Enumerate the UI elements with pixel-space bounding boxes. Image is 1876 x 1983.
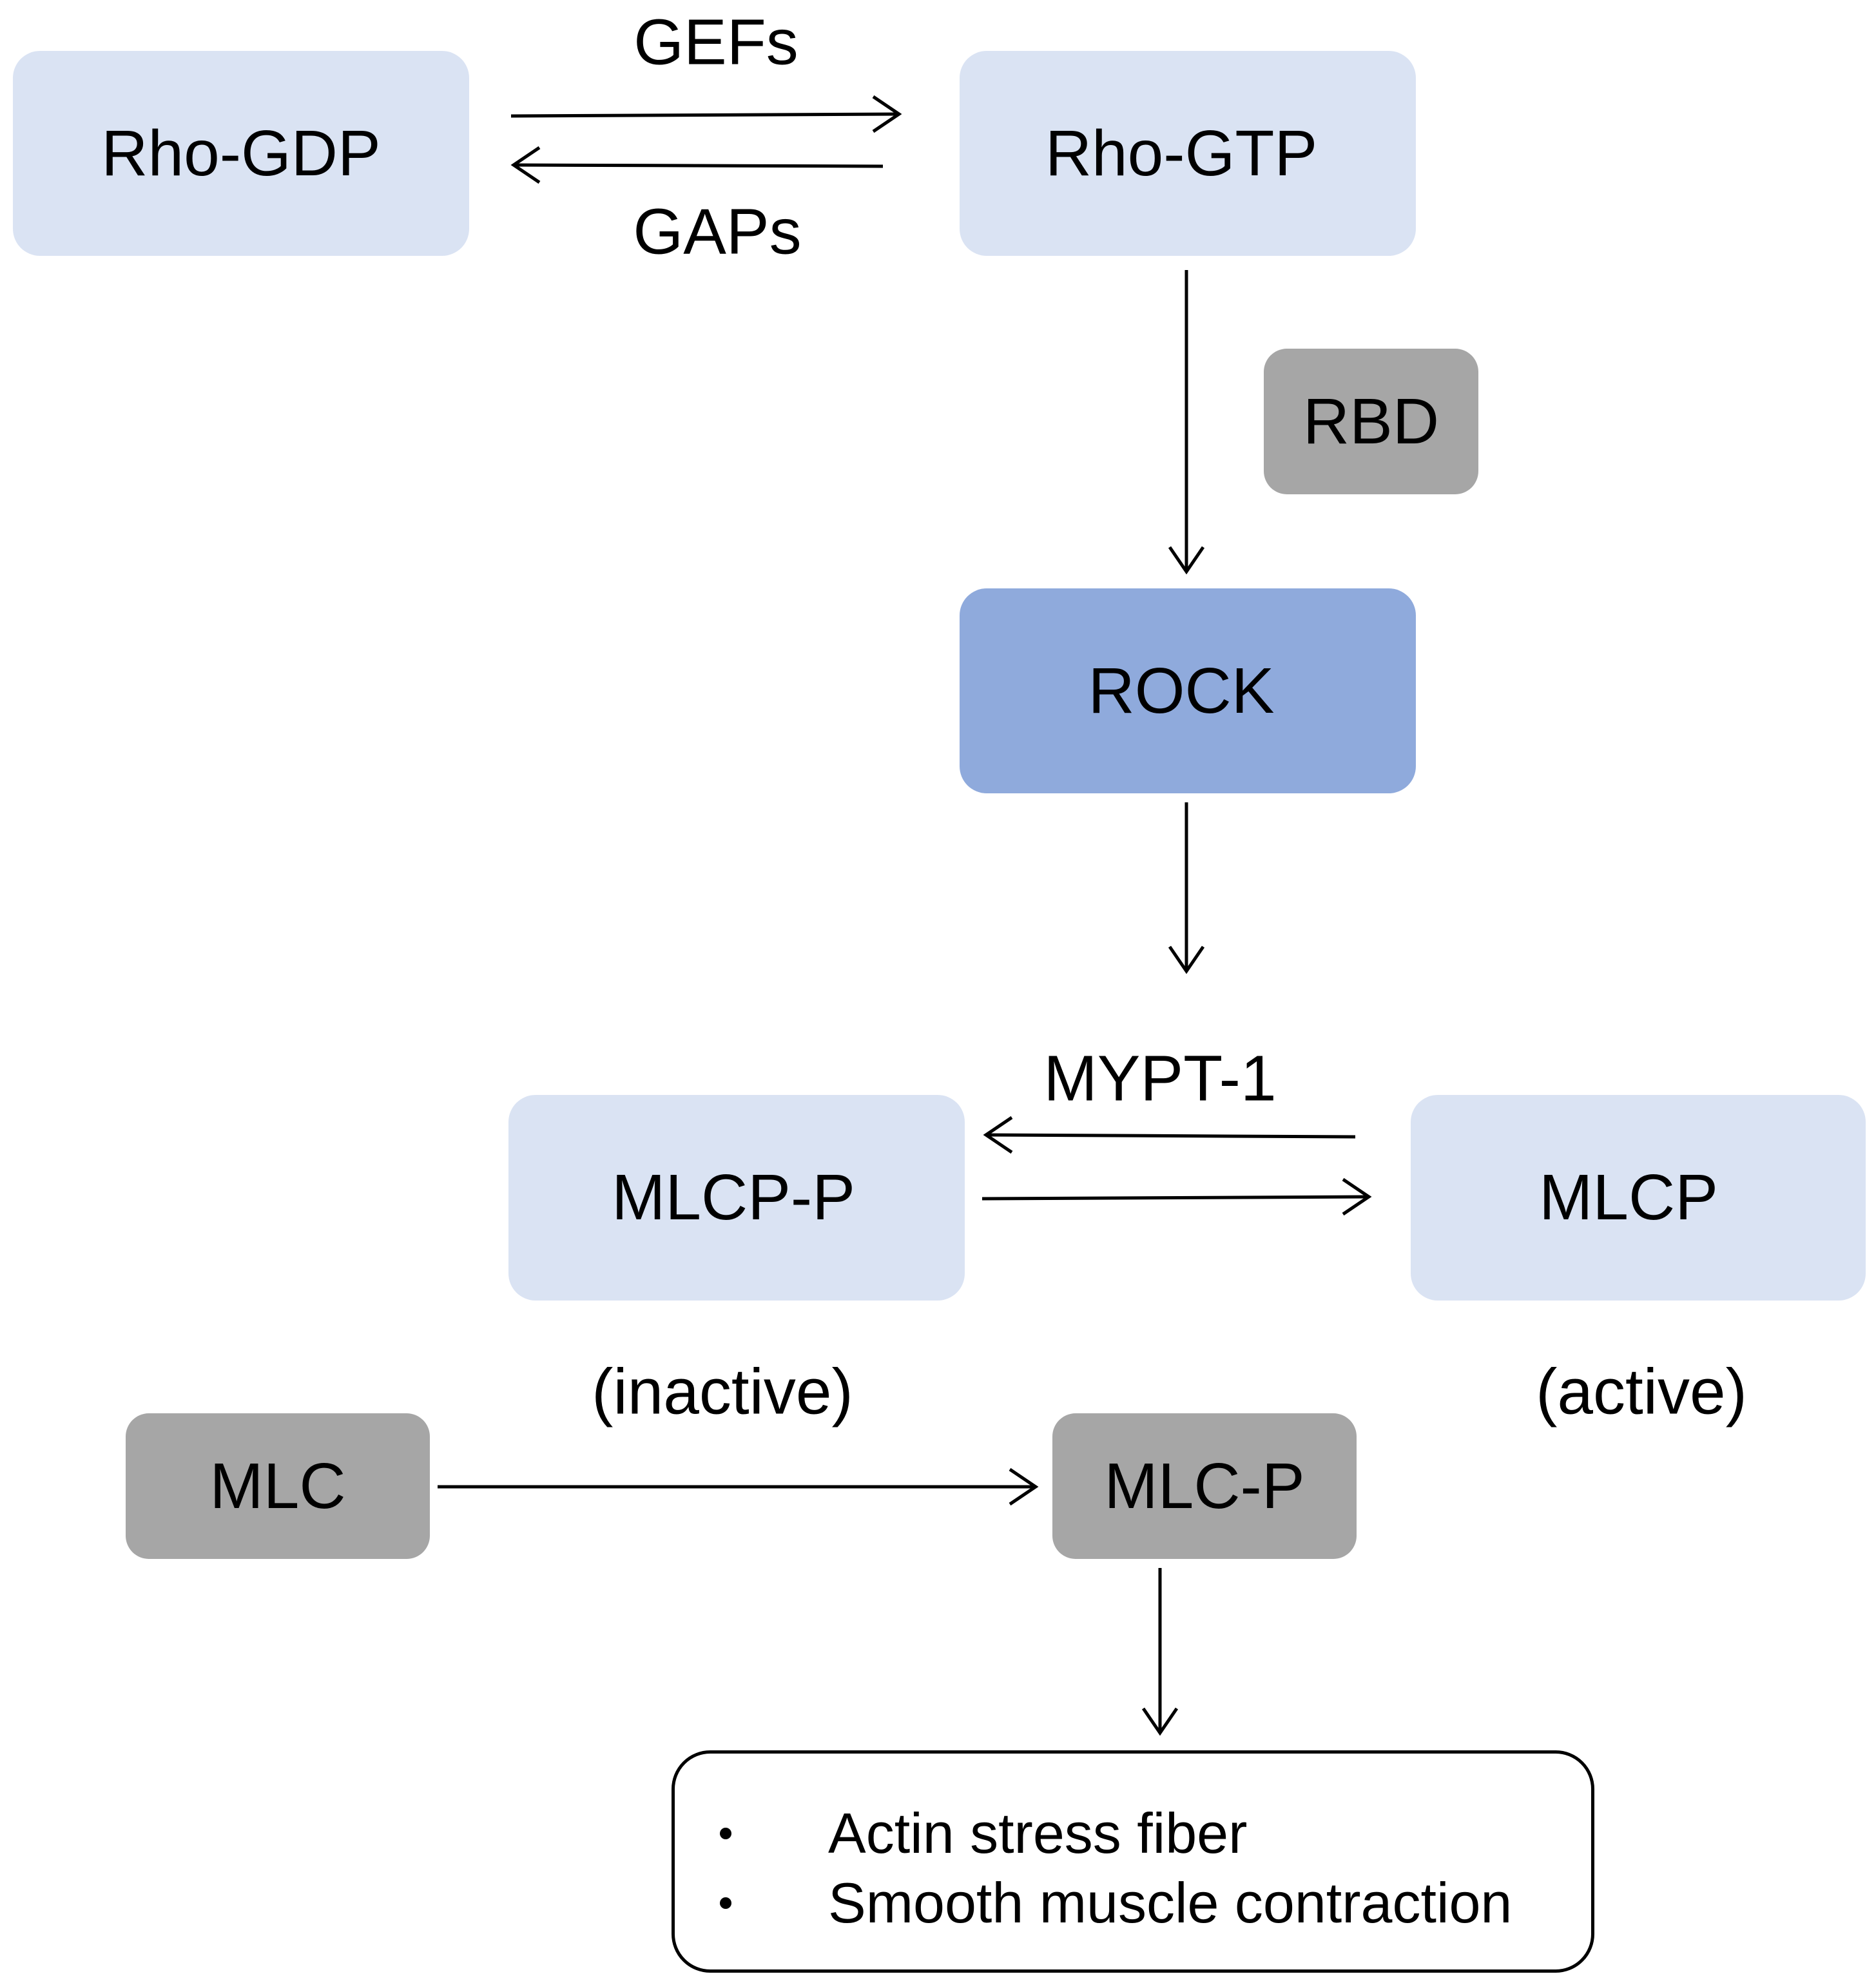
bullet-icon xyxy=(720,1828,731,1839)
mypt1-inhibit-arrow xyxy=(983,1116,1356,1154)
mlc-p-label: MLC-P xyxy=(1104,1449,1305,1522)
mlc-phosphorylation-arrow xyxy=(438,1467,1039,1506)
mlcp-activation-arrow xyxy=(982,1177,1372,1216)
active-label: (active) xyxy=(1536,1355,1747,1428)
rho-gtp-label: Rho-GTP xyxy=(1045,117,1318,189)
rho-gdp-node: Rho-GDP xyxy=(13,51,469,256)
gaps-arrow xyxy=(510,146,884,184)
inactive-label: (inactive) xyxy=(592,1355,853,1428)
rho-to-rock-arrow xyxy=(1168,270,1205,575)
mlcp-node: MLCP xyxy=(1411,1095,1866,1301)
rock-to-mlcp-arrow xyxy=(1168,802,1205,974)
outcome-box: Actin stress fiber Smooth muscle contrac… xyxy=(672,1750,1594,1973)
bullet-icon xyxy=(720,1897,731,1909)
rbd-node: RBD xyxy=(1264,349,1478,494)
outcome-item: Actin stress fiber xyxy=(720,1799,1512,1868)
mlc-p-node: MLC-P xyxy=(1052,1413,1357,1559)
rock-label: ROCK xyxy=(1088,654,1275,727)
gefs-label: GEFs xyxy=(633,6,798,79)
outcome-text: Smooth muscle contraction xyxy=(828,1871,1513,1935)
gefs-arrow xyxy=(510,95,902,133)
rock-node: ROCK xyxy=(960,588,1416,793)
mlc-label: MLC xyxy=(209,1449,346,1522)
rho-gtp-node: Rho-GTP xyxy=(960,51,1416,256)
outcome-list: Actin stress fiber Smooth muscle contrac… xyxy=(720,1799,1512,1938)
outcome-item: Smooth muscle contraction xyxy=(720,1868,1512,1938)
mlcp-p-node: MLCP-P xyxy=(508,1095,965,1301)
rho-gdp-label: Rho-GDP xyxy=(101,117,381,189)
mypt1-label: MYPT-1 xyxy=(1043,1042,1277,1115)
gaps-label: GAPs xyxy=(633,195,802,268)
outcome-text: Actin stress fiber xyxy=(828,1801,1248,1865)
mlc-node: MLC xyxy=(126,1413,430,1559)
mlc-p-to-outcome-arrow xyxy=(1141,1568,1179,1736)
rbd-label: RBD xyxy=(1302,385,1440,458)
mlcp-label: MLCP xyxy=(1539,1161,1718,1233)
mlcp-p-label: MLCP-P xyxy=(612,1161,855,1233)
